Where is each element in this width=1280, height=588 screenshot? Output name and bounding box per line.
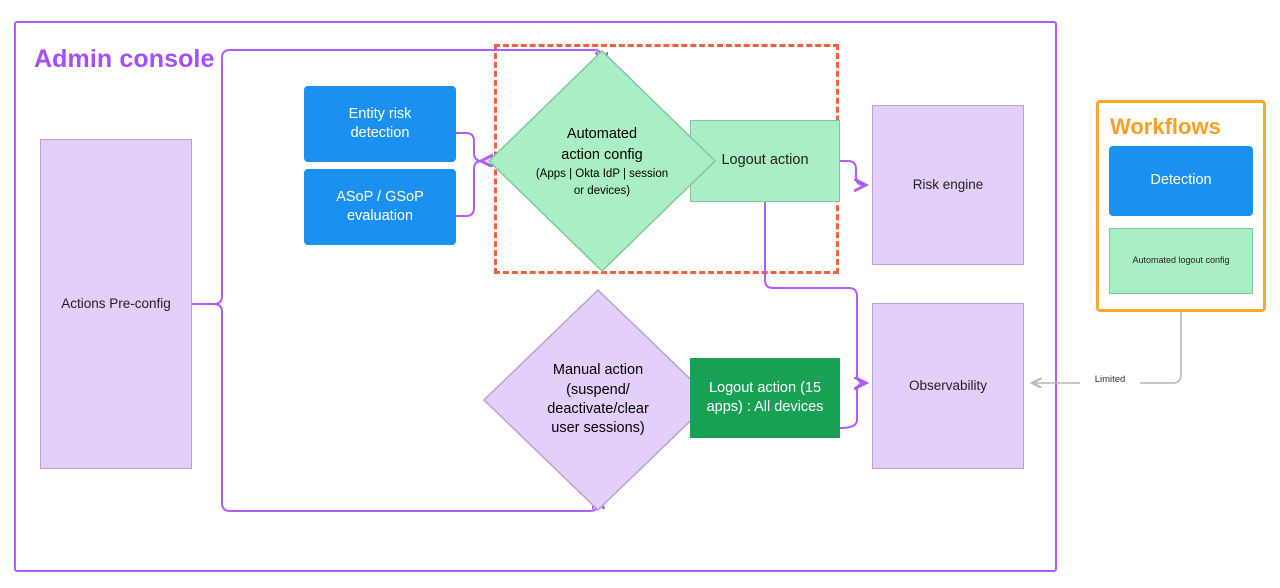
asop-gsop-evaluation-label: ASoP / GSoP evaluation — [336, 188, 424, 226]
workflows-title: Workflows — [1110, 114, 1221, 139]
entity-risk-detection-box[interactable]: Entity risk detection — [304, 86, 456, 162]
risk-engine-label: Risk engine — [912, 177, 984, 193]
logout-action-label: Logout action — [721, 152, 809, 169]
actions-preconfig-label: Actions Pre-config — [61, 296, 171, 312]
logout-action-all-devices-box[interactable]: Logout action (15 apps) : All devices — [690, 358, 840, 438]
entity-risk-detection-line2: detection — [350, 125, 410, 141]
asop-gsop-line1: ASoP / GSoP — [336, 188, 424, 205]
automated-action-config-line1: Automated — [566, 125, 638, 142]
manual-action-label: Manual action (suspend/ deactivate/clear… — [523, 361, 673, 438]
observability-label: Observability — [908, 378, 988, 394]
automated-action-config-line2: action config — [561, 146, 643, 163]
automated-action-config-diamond[interactable]: Automated action config (Apps | Okta IdP… — [487, 49, 717, 273]
automated-action-config-label: Automated action config (Apps | Okta IdP… — [532, 123, 672, 200]
admin-console-container — [14, 21, 1057, 572]
risk-engine-box[interactable]: Risk engine — [872, 105, 1024, 265]
edge-label-limited: Limited — [1080, 371, 1140, 387]
workflows-detection-label: Detection — [1150, 172, 1212, 189]
automated-action-config-diamond-shape — [487, 49, 717, 273]
workflows-automated-logout-config-box[interactable]: Automated logout config — [1109, 228, 1253, 294]
manual-action-line4: user sessions) — [551, 420, 645, 437]
logout-apps-line2: apps) : All devices — [706, 399, 824, 415]
manual-action-diamond[interactable]: Manual action (suspend/ deactivate/clear… — [482, 288, 714, 512]
logout-apps-line1: Logout action (15 — [708, 379, 822, 396]
entity-risk-detection-label: Entity risk detection — [349, 105, 412, 143]
workflows-detection-box[interactable]: Detection — [1109, 146, 1253, 216]
manual-action-line1: Manual action — [552, 362, 644, 379]
observability-box[interactable]: Observability — [872, 303, 1024, 469]
automated-action-config-detail: (Apps | Okta IdP | session or devices) — [535, 168, 669, 197]
admin-console-title: Admin console — [34, 44, 215, 73]
manual-action-line2: (suspend/ — [566, 381, 630, 398]
entity-risk-detection-line1: Entity risk — [348, 105, 412, 122]
manual-action-line3: deactivate/clear — [547, 401, 649, 417]
manual-action-diamond-shape — [482, 288, 714, 512]
workflows-automated-logout-config-label: Automated logout config — [1132, 255, 1230, 266]
actions-preconfig-box[interactable]: Actions Pre-config — [40, 139, 192, 469]
logout-action-all-devices-label: Logout action (15 apps) : All devices — [707, 379, 824, 417]
asop-gsop-line2: evaluation — [346, 208, 414, 224]
asop-gsop-evaluation-box[interactable]: ASoP / GSoP evaluation — [304, 169, 456, 245]
